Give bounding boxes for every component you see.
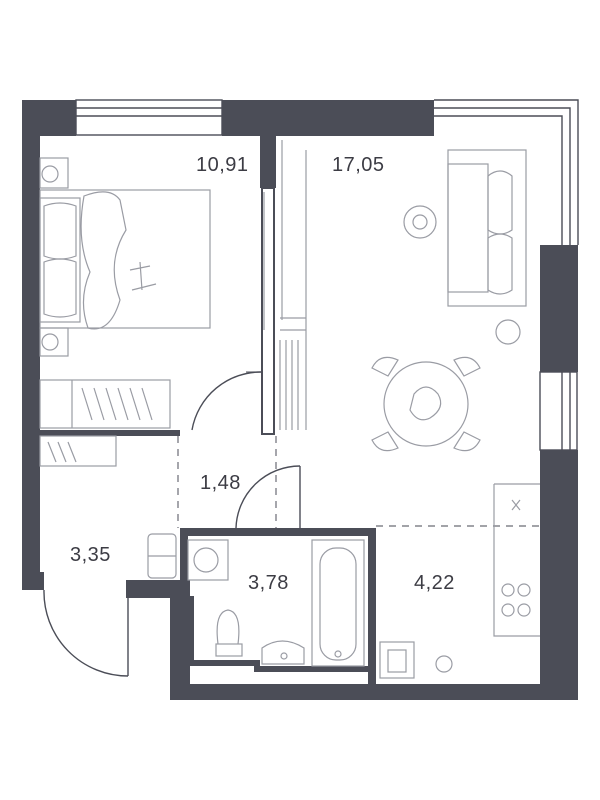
sofa-icon (447, 149, 527, 307)
room-area-bathroom: 3,78 (248, 572, 289, 594)
plant-icon (403, 205, 521, 345)
bathtub-icon (311, 539, 365, 667)
room-area-entry: 3,35 (70, 544, 111, 566)
nightstand-icon (39, 157, 69, 357)
dining-table-icon (371, 356, 481, 452)
room-area-bedroom: 10,91 (196, 154, 249, 176)
doors (43, 371, 301, 677)
exterior-walls (22, 100, 578, 700)
room-area-hall: 1,48 (200, 472, 241, 494)
washing-machine-icon (187, 539, 229, 581)
zone-lines (177, 436, 540, 528)
wardrobe-living-icon (279, 140, 307, 430)
boiler-icon (379, 641, 453, 679)
toilet-icon (215, 609, 243, 657)
stove-icon (501, 583, 531, 617)
sink-icon (261, 640, 305, 665)
room-area-living: 17,05 (332, 154, 385, 176)
kitchen-counter-icon (493, 483, 540, 637)
window-frames (75, 99, 579, 451)
interior-walls (40, 136, 376, 684)
shoe-cabinet-icon (39, 435, 177, 579)
bed-icon (39, 189, 211, 330)
wardrobe-icon (39, 379, 171, 429)
room-area-kitchen: 4,22 (414, 572, 455, 594)
